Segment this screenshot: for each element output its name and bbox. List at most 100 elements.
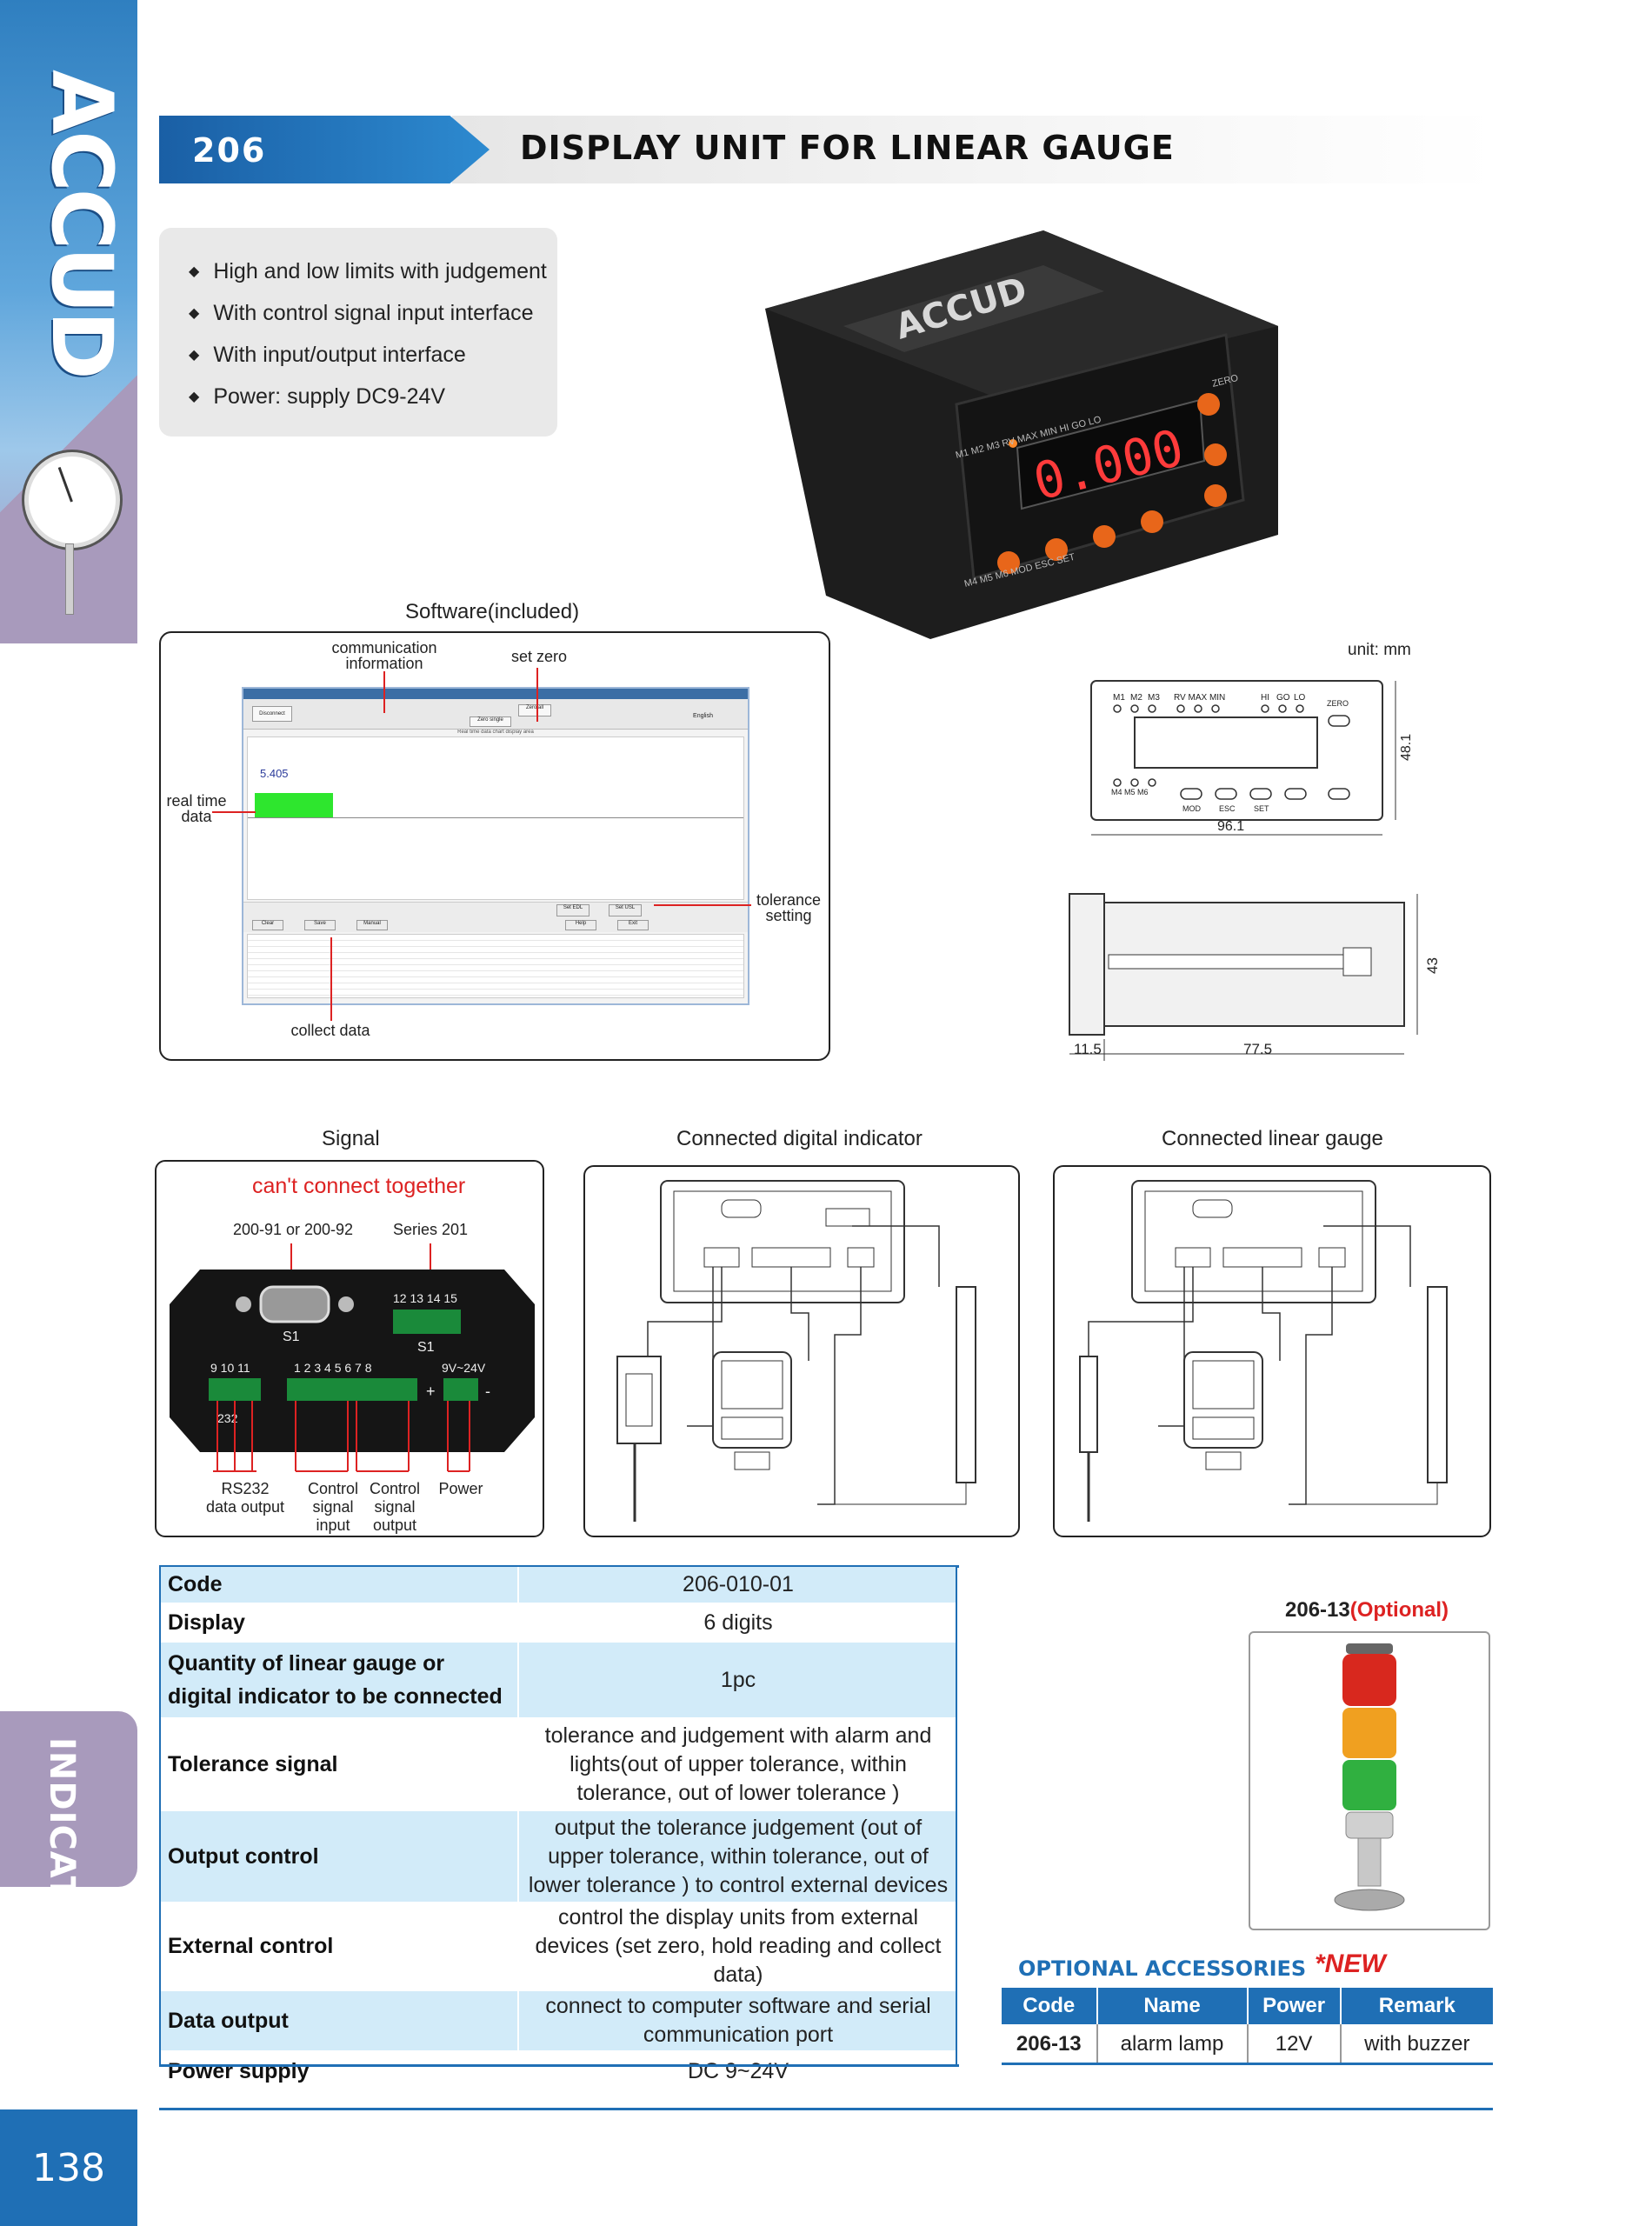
dim-height: 48.1 — [1399, 734, 1414, 761]
label-m3: M3 — [1148, 693, 1160, 703]
spec-key: Display — [159, 1603, 518, 1643]
optional-suffix: (Optional) — [1349, 1598, 1449, 1622]
device-photo: ACCUD 0.000 M1 M2 M3 RV MAX MIN HI GO LO… — [765, 230, 1278, 639]
page-number: 138 — [32, 2146, 105, 2190]
save-button: Save — [304, 920, 336, 930]
accessories-bottom-rule — [1002, 2063, 1493, 2065]
port-a-label: 200-91 or 200-92 — [232, 1221, 354, 1238]
exit-button: Exit — [617, 920, 649, 930]
control-input-label: Control signal input — [307, 1480, 359, 1534]
feature-item: With control signal input interface — [189, 294, 557, 336]
side-view-drawing: 11.5 77.5 43 — [1069, 893, 1441, 1061]
software-screenshot: Disconnect Zero all Zero single English … — [242, 687, 749, 1005]
spec-key: Tolerance signal — [159, 1718, 518, 1811]
alarm-lamp-icon — [1334, 1643, 1405, 1911]
spec-key: Output control — [159, 1810, 518, 1903]
dial-gauge-stem — [65, 543, 74, 615]
spec-value: output the tolerance judgement (out of u… — [517, 1810, 957, 1903]
optional-code: 206-13 — [1285, 1598, 1350, 1622]
page-bottom-rule — [159, 2108, 1493, 2110]
spec-value: 1pc — [517, 1642, 957, 1719]
label-go: GO — [1276, 693, 1290, 703]
realtime-value: 5.405 — [260, 767, 289, 780]
optional-title: 206-13(Optional) — [1285, 1598, 1449, 1623]
connected-gauge-label: Connected linear gauge — [1162, 1127, 1383, 1150]
manual-button: Manual — [356, 920, 388, 930]
front-view-drawing: M1 M2 M3 RV MAX MIN HI GO LO M4 M5 M6 MO… — [1090, 680, 1414, 836]
accessories-table: Code Name Power Remark 206-13 alarm lamp… — [1002, 1988, 1493, 2064]
zero-all-button: Zero all — [518, 704, 551, 716]
gauge-wiring-diagram — [1079, 1180, 1448, 1522]
unit-label: unit: mm — [1348, 641, 1411, 659]
row-mid-label: 1 2 3 4 5 6 7 8 — [294, 1361, 372, 1375]
help-button: Help — [565, 920, 596, 930]
spec-table-top-rule — [159, 1565, 959, 1568]
row-left-label: 9 10 11 — [210, 1361, 250, 1375]
acc-remark: with buzzer — [1364, 2032, 1470, 2056]
set-edl-button: Set EDL — [556, 904, 590, 916]
table-row: Quantity of linear gauge or digital indi… — [159, 1642, 957, 1719]
device-esc-button — [1045, 538, 1068, 561]
annotation-set-zero: set zero — [510, 648, 568, 665]
alarm-lamp-photo-frame — [1249, 1631, 1490, 1930]
s1-right-label: S1 — [417, 1340, 435, 1355]
label-lo: LO — [1294, 693, 1306, 703]
header-number-badge: 206 — [159, 116, 490, 183]
label-esc: ESC — [1219, 804, 1236, 813]
device-up-button — [1204, 443, 1227, 466]
section-tab: INDICATOR — [0, 1711, 137, 1959]
feature-item: High and low limits with judgement — [189, 252, 557, 294]
dim-side-height: 43 — [1424, 957, 1441, 974]
control-output-label: Control signal output — [369, 1480, 421, 1534]
spec-value: 6 digits — [517, 1603, 957, 1643]
header-band — [452, 116, 1495, 183]
device-set-button — [1093, 525, 1116, 548]
acc-name: alarm lamp — [1096, 2024, 1249, 2064]
spec-value: tolerance and judgement with alarm and l… — [517, 1718, 957, 1811]
spec-value: connect to computer software and serial … — [517, 1990, 957, 2052]
label-232: 232 — [217, 1411, 238, 1425]
signal-label: Signal — [322, 1127, 380, 1150]
disconnect-button: Disconnect — [252, 706, 292, 722]
dim-depth-body: 77.5 — [1243, 1041, 1272, 1057]
chart-caption: Real time data chart display area — [457, 730, 534, 735]
dim-depth-front: 11.5 — [1074, 1041, 1102, 1057]
spec-table-bottom-rule — [159, 2064, 959, 2067]
label-m2: M2 — [1130, 693, 1142, 703]
data-log-table — [247, 934, 744, 998]
page-number-box: 138 — [0, 2109, 137, 2226]
svg-text:-: - — [485, 1383, 490, 1400]
device-zero-button — [1197, 393, 1220, 416]
feature-list-box: High and low limits with judgement With … — [159, 228, 557, 437]
svg-text:+: + — [426, 1383, 436, 1400]
software-label: Software(included) — [405, 600, 580, 623]
indicator-wiring-diagram — [616, 1180, 976, 1522]
acc-power: 12V — [1247, 2024, 1342, 2064]
top-pins-label: 12 13 14 15 — [393, 1291, 457, 1305]
spec-key: Data output — [159, 1990, 518, 2052]
label-hi: HI — [1261, 693, 1269, 703]
acc-code: 206-13 — [1002, 2024, 1098, 2064]
spec-value: DC 9~24V — [517, 2051, 957, 2092]
connection-warning: can't connect together — [252, 1174, 466, 1198]
dial-gauge-icon — [24, 452, 120, 548]
svg-text:M4 M5 M6: M4 M5 M6 — [1111, 788, 1149, 796]
header-power: Power — [1247, 1988, 1342, 2024]
device-mod-button — [997, 551, 1020, 574]
device-down-button — [1204, 484, 1227, 507]
spec-key: Code — [159, 1567, 518, 1604]
annotation-communication: communication information — [331, 639, 437, 672]
s1-top-label: S1 — [283, 1330, 300, 1344]
power-label: Power — [438, 1480, 483, 1497]
annotation-real-time: real time data — [166, 792, 227, 825]
label-zero: ZERO — [1327, 699, 1349, 708]
rs232-output-label: RS232 data output — [205, 1480, 285, 1516]
label-rv-max-min: RV MAX MIN — [1174, 693, 1225, 703]
port-b-label: Series 201 — [392, 1221, 469, 1238]
spec-value: control the display units from external … — [517, 1903, 957, 1991]
device-right-button — [1141, 510, 1163, 533]
annotation-tolerance: tolerance setting — [756, 891, 822, 924]
label-m1: M1 — [1113, 693, 1125, 703]
